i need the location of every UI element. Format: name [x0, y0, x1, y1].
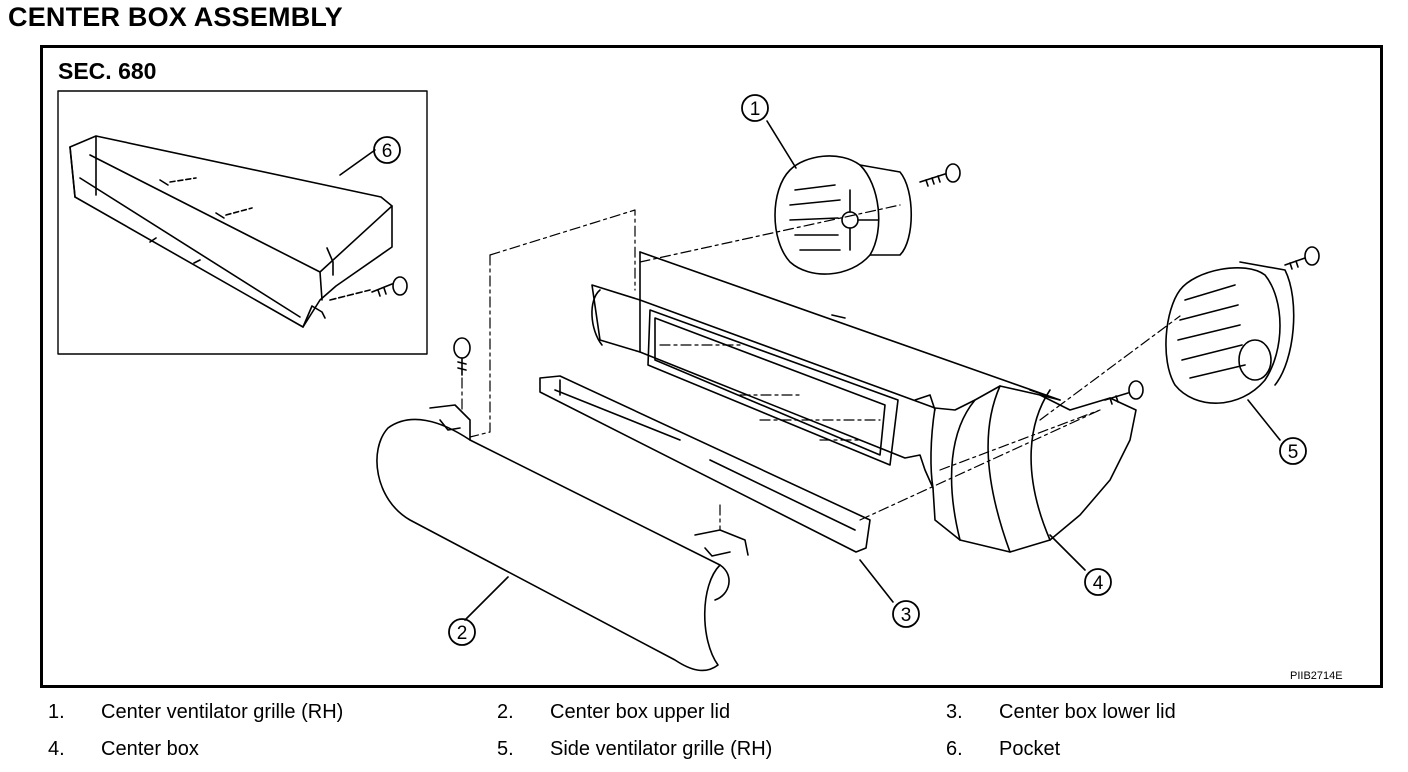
diagram-frame — [40, 45, 1383, 688]
pocket-part — [69, 135, 393, 328]
side-ventilator-grille-part — [1165, 261, 1295, 404]
screw-side-grille — [1284, 246, 1320, 270]
legend-text: Pocket — [999, 738, 1061, 760]
callout-3-circle — [892, 600, 920, 628]
lower-lid-part — [539, 375, 871, 553]
callout-2-label: 2 — [457, 623, 468, 644]
legend-number: 3. — [946, 701, 963, 723]
callout-4-label: 4 — [1093, 573, 1104, 594]
callout-3-label: 3 — [901, 605, 912, 626]
callout-5-circle — [1279, 437, 1307, 465]
center-ventilator-grille-part — [774, 155, 913, 275]
inset-box — [57, 90, 428, 355]
legend-number: 4. — [48, 738, 65, 760]
legend-number: 5. — [497, 738, 514, 760]
reference-code: PIIB2714E — [1290, 670, 1343, 682]
callout-5-label: 5 — [1288, 442, 1299, 463]
page-title: CENTER BOX ASSEMBLY — [8, 2, 343, 32]
alignment-lines — [461, 204, 1181, 531]
leader-lines — [339, 120, 1281, 621]
legend-text: Center box upper lid — [550, 701, 731, 723]
legend-text: Center box — [101, 738, 199, 760]
callout-1-label: 1 — [750, 99, 761, 120]
legend-text: Center ventilator grille (RH) — [101, 701, 344, 723]
section-label: SEC. 680 — [58, 58, 157, 84]
screw-upper-lid — [453, 337, 471, 376]
callout-6-circle — [373, 136, 401, 164]
upper-lid-part — [376, 404, 749, 672]
screw-center-box — [1104, 380, 1144, 405]
legend-text: Center box lower lid — [999, 701, 1176, 723]
legend-number: 1. — [48, 701, 65, 723]
screw-center-grille — [919, 163, 961, 187]
center-box-part — [591, 251, 1137, 553]
callout-1-circle — [741, 94, 769, 122]
callout-4-circle — [1084, 568, 1112, 596]
legend-text: Side ventilator grille (RH) — [550, 738, 773, 760]
callout-2-circle — [448, 618, 476, 646]
callout-6-label: 6 — [382, 141, 393, 162]
legend-number: 6. — [946, 738, 963, 760]
screw-pocket — [371, 276, 408, 297]
legend-number: 2. — [497, 701, 514, 723]
